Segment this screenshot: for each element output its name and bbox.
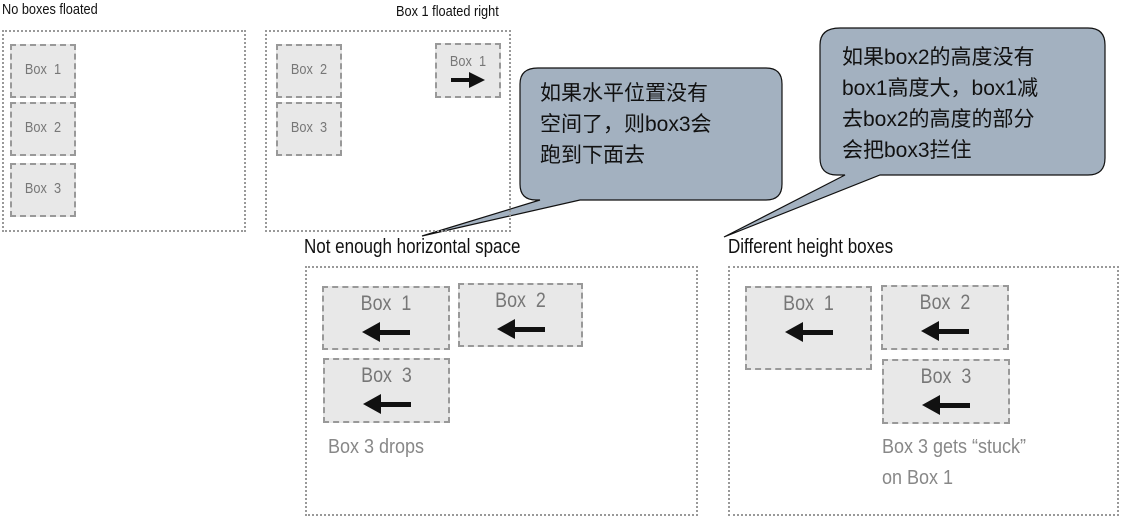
- callout-text-2: 如果box2的高度没有 box1高度大，box1减 去box2的高度的部分 会把…: [842, 42, 1038, 166]
- box-label: Box 2: [290, 61, 328, 78]
- box-3: Box 3: [276, 102, 342, 156]
- box-2: Box 2: [458, 283, 583, 347]
- box-label: Box 3: [290, 119, 328, 136]
- panel-float-right: [265, 30, 511, 232]
- panel-title-no-float: No boxes floated: [2, 1, 98, 18]
- box-label: Box 1: [783, 292, 834, 315]
- box-label: Box 2: [495, 289, 546, 312]
- panel-different-height: [728, 266, 1119, 516]
- box-2: Box 2: [881, 285, 1009, 350]
- box-3: Box 3: [882, 359, 1010, 424]
- note-box3-drops: Box 3 drops: [328, 436, 425, 458]
- note-line: Box 3 gets “stuck”: [882, 436, 1027, 458]
- callout-line: 如果box2的高度没有: [842, 46, 1035, 69]
- box-2: Box 2: [276, 44, 342, 98]
- box-label: Box 2: [919, 291, 971, 314]
- callout-bubble-1: [421, 67, 783, 237]
- callout-line: 去box2的高度的部分: [842, 108, 1035, 131]
- panel-title-different-height: Different height boxes: [728, 236, 894, 258]
- callout-text-1: 如果水平位置没有 空间了，则box3会 跑到下面去: [540, 78, 712, 171]
- box-1: Box 1: [745, 286, 872, 370]
- box-label: Box 3: [361, 364, 412, 387]
- box-3: Box 3: [10, 163, 76, 217]
- callout-bubble-2: [723, 27, 1106, 238]
- arrow-left-icon: [784, 322, 833, 342]
- box-label: Box 1: [24, 61, 62, 78]
- arrow-left-icon: [362, 322, 410, 342]
- arrow-left-icon: [921, 321, 969, 341]
- callout-line: box1高度大，box1减: [842, 77, 1039, 100]
- note-line: on Box 1: [882, 467, 954, 489]
- callout-line: 如果水平位置没有: [540, 82, 708, 105]
- box-3: Box 3: [323, 358, 450, 423]
- arrow-left-icon: [362, 394, 411, 414]
- note-box3-stuck: Box 3 gets “stuck” on Box 1: [882, 432, 1026, 494]
- panel-not-enough: [305, 266, 698, 516]
- box-label: Box 2: [24, 119, 62, 136]
- arrow-left-icon: [922, 395, 970, 415]
- box-1: Box 1: [435, 43, 501, 98]
- callout-line: 跑到下面去: [540, 144, 645, 167]
- box-label: Box 1: [449, 53, 487, 70]
- panel-no-float: [2, 30, 246, 232]
- box-2: Box 2: [10, 102, 76, 156]
- panel-title-float-right: Box 1 floated right: [396, 3, 499, 20]
- box-label: Box 1: [360, 292, 412, 315]
- box-1: Box 1: [322, 286, 450, 350]
- box-label: Box 3: [920, 365, 972, 388]
- arrow-right-icon: [451, 72, 485, 88]
- callout-line: 会把box3拦住: [842, 139, 972, 162]
- box-1: Box 1: [10, 44, 76, 98]
- arrow-left-icon: [496, 319, 545, 339]
- box-label: Box 3: [24, 180, 62, 197]
- panel-title-not-enough: Not enough horizontal space: [304, 236, 521, 258]
- callout-line: 空间了，则box3会: [540, 113, 712, 136]
